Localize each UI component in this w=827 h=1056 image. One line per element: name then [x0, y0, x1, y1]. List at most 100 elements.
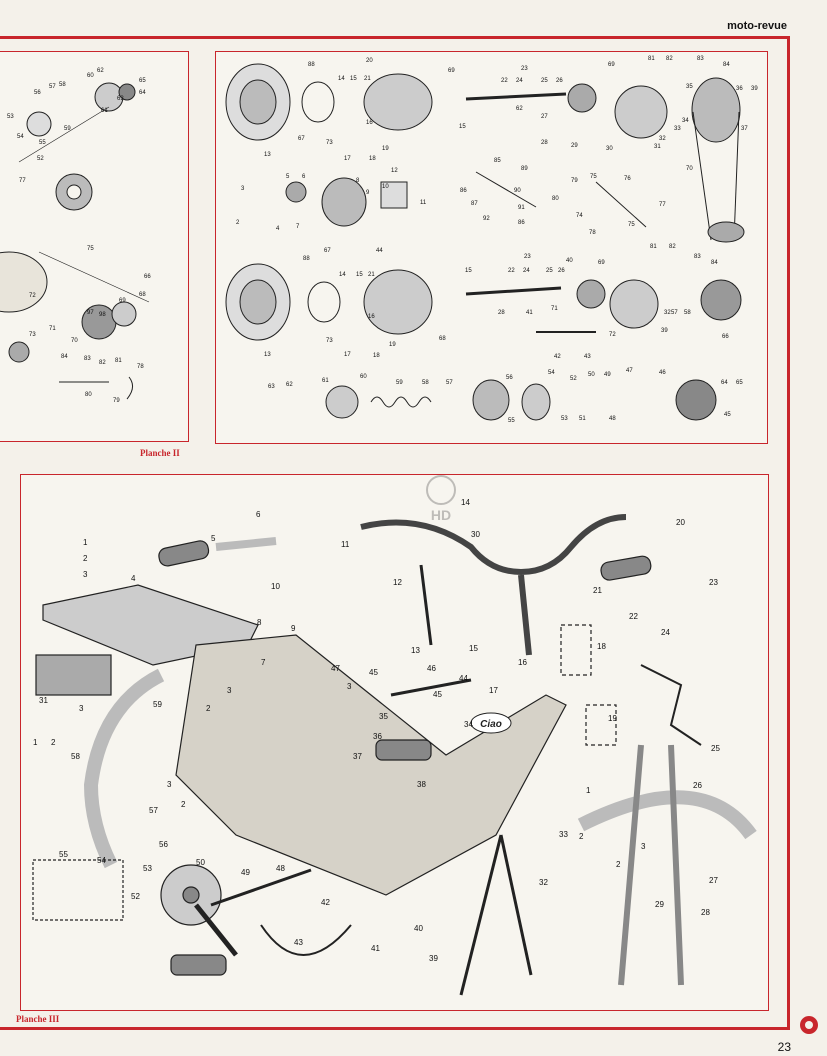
- svg-text:48: 48: [609, 416, 616, 422]
- svg-text:30: 30: [471, 530, 480, 539]
- svg-text:5: 5: [211, 534, 216, 543]
- svg-text:14: 14: [338, 76, 345, 82]
- svg-text:25: 25: [546, 268, 553, 274]
- svg-text:57: 57: [671, 310, 678, 316]
- svg-text:83: 83: [84, 356, 91, 362]
- lower-brake-shoe: [307, 281, 341, 323]
- svg-text:62: 62: [516, 106, 523, 112]
- svg-text:58: 58: [71, 752, 80, 761]
- svg-text:12: 12: [391, 168, 398, 174]
- svg-text:31: 31: [654, 144, 661, 150]
- svg-text:2: 2: [83, 554, 88, 563]
- svg-text:67: 67: [324, 248, 331, 254]
- svg-text:46: 46: [659, 370, 666, 376]
- svg-text:80: 80: [85, 392, 92, 398]
- svg-text:28: 28: [701, 908, 710, 917]
- clutch-spring: [370, 396, 432, 408]
- clutch-drum-bottom: [675, 379, 717, 421]
- svg-text:75: 75: [87, 246, 94, 252]
- svg-text:58: 58: [59, 82, 66, 88]
- svg-text:87: 87: [471, 201, 478, 207]
- svg-text:2: 2: [616, 860, 621, 869]
- svg-text:77: 77: [19, 178, 26, 184]
- svg-text:4: 4: [131, 574, 136, 583]
- svg-text:53: 53: [143, 864, 152, 873]
- lower-crank-cover: [609, 279, 659, 329]
- svg-text:33: 33: [674, 126, 681, 132]
- svg-text:21: 21: [368, 272, 375, 278]
- rear-fender: [83, 668, 165, 869]
- svg-text:73: 73: [326, 140, 333, 146]
- svg-text:84: 84: [61, 354, 68, 360]
- svg-text:4: 4: [276, 226, 280, 232]
- svg-text:52: 52: [131, 892, 140, 901]
- svg-text:88: 88: [308, 62, 315, 68]
- svg-text:31: 31: [39, 696, 48, 705]
- svg-text:75: 75: [628, 222, 635, 228]
- svg-text:16: 16: [518, 658, 527, 667]
- svg-text:17: 17: [344, 352, 351, 358]
- svg-text:3: 3: [641, 842, 646, 851]
- svg-text:11: 11: [420, 200, 427, 206]
- svg-text:76: 76: [624, 176, 631, 182]
- svg-text:73: 73: [29, 332, 36, 338]
- upper-gear: [567, 83, 597, 113]
- svg-text:71: 71: [551, 306, 558, 312]
- svg-text:83: 83: [697, 56, 704, 62]
- svg-text:19: 19: [382, 146, 389, 152]
- svg-text:54: 54: [97, 856, 106, 865]
- lower-crankcase: [363, 269, 433, 335]
- svg-text:2: 2: [206, 704, 211, 713]
- fork-spring-bottom: [585, 704, 617, 746]
- svg-text:82: 82: [666, 56, 673, 62]
- svg-text:10: 10: [271, 582, 280, 591]
- svg-text:20: 20: [366, 58, 373, 64]
- svg-text:69: 69: [448, 68, 455, 74]
- lower-shaft: [465, 286, 562, 296]
- svg-text:21: 21: [593, 586, 602, 595]
- svg-text:56: 56: [34, 90, 41, 96]
- drive-chain: [32, 859, 124, 921]
- svg-text:1: 1: [586, 786, 591, 795]
- magazine-name: moto-revue: [727, 20, 787, 32]
- svg-text:80: 80: [552, 196, 559, 202]
- svg-text:29: 29: [571, 143, 578, 149]
- main-frame: [175, 634, 567, 896]
- hub-mid: [321, 177, 367, 227]
- throttle-tube: [215, 537, 277, 551]
- header-rule: [0, 36, 790, 39]
- page-number: 23: [777, 1040, 791, 1054]
- front-fender: [577, 790, 757, 840]
- svg-text:28: 28: [498, 310, 505, 316]
- svg-text:84: 84: [723, 62, 730, 68]
- svg-text:40: 40: [414, 924, 423, 933]
- svg-text:22: 22: [501, 78, 508, 84]
- svg-text:41: 41: [526, 310, 533, 316]
- svg-text:81: 81: [650, 244, 657, 250]
- upper-crank-cover: [614, 85, 668, 139]
- svg-text:55: 55: [39, 140, 46, 146]
- svg-text:67: 67: [298, 136, 305, 142]
- svg-text:3: 3: [241, 186, 245, 192]
- svg-text:9: 9: [366, 190, 370, 196]
- svg-text:98: 98: [99, 312, 106, 318]
- svg-text:61: 61: [322, 378, 329, 384]
- svg-text:23: 23: [709, 578, 718, 587]
- svg-text:1: 1: [83, 538, 88, 547]
- front-fork: [618, 744, 684, 986]
- bracket-mid: [380, 181, 408, 209]
- svg-text:45: 45: [369, 668, 378, 677]
- svg-text:16: 16: [368, 314, 375, 320]
- svg-text:18: 18: [597, 642, 606, 651]
- svg-text:70: 70: [71, 338, 78, 344]
- toolbox: [35, 654, 112, 696]
- svg-text:11: 11: [341, 540, 350, 549]
- svg-text:65: 65: [139, 78, 146, 84]
- clutch-bell: [700, 279, 742, 321]
- svg-text:26: 26: [556, 78, 563, 84]
- svg-text:59: 59: [396, 380, 403, 386]
- svg-text:44: 44: [376, 248, 383, 254]
- svg-text:57: 57: [446, 380, 453, 386]
